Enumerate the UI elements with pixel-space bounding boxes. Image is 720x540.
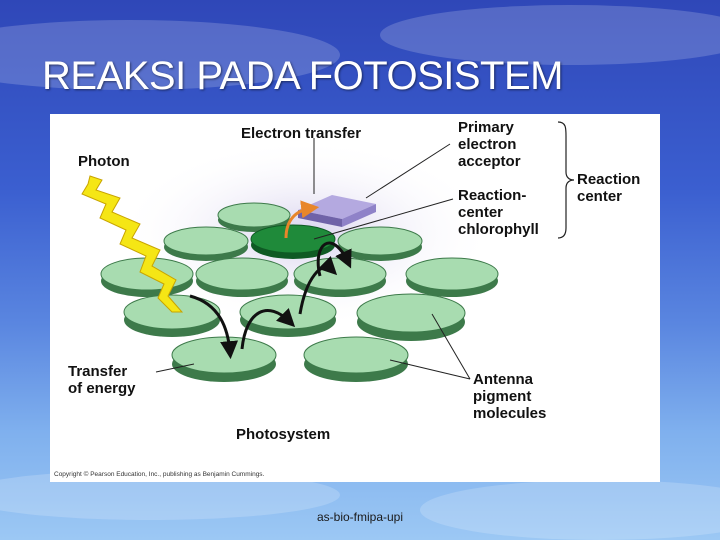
energy-transfer-arrow: [240, 308, 296, 350]
slide-footer: as-bio-fmipa-upi: [316, 510, 404, 524]
label-reaction-center-1: Reaction: [577, 171, 640, 188]
leader-line: [365, 143, 451, 199]
energy-transfer-arrow: [298, 256, 338, 315]
photosystem-figure: Electron transfer Photon Primary electro…: [50, 114, 660, 482]
label-primary-acceptor-3: acceptor: [458, 153, 521, 170]
antenna-disc: [171, 336, 277, 382]
leader-line: [155, 363, 195, 373]
antenna-disc: [195, 257, 289, 297]
reaction-center-bracket: [557, 121, 575, 239]
label-antenna-1: Antenna: [473, 371, 534, 388]
antenna-disc: [217, 202, 291, 232]
label-primary-acceptor-1: Primary: [458, 119, 515, 136]
label-transfer-energy-1: Transfer: [68, 363, 127, 380]
antenna-disc: [163, 226, 249, 261]
label-antenna-2: pigment: [473, 388, 531, 405]
antenna-disc: [356, 293, 466, 341]
label-electron-transfer: Electron transfer: [241, 125, 361, 142]
label-reaction-center-2: center: [577, 188, 622, 205]
antenna-disc: [337, 226, 423, 261]
antenna-disc: [293, 257, 387, 297]
energy-transfer-arrow: [189, 294, 239, 360]
photon-zigzag: [81, 175, 184, 313]
label-rc-chlorophyll-2: center: [458, 204, 503, 221]
antenna-disc: [303, 336, 409, 382]
label-antenna-3: molecules: [473, 405, 546, 422]
background-wave: [380, 5, 720, 65]
background-wave: [420, 480, 720, 540]
label-photosystem: Photosystem: [236, 426, 330, 443]
label-primary-acceptor-2: electron: [458, 136, 516, 153]
label-photon: Photon: [78, 153, 130, 170]
energy-transfer-arrow: [316, 241, 352, 277]
background-wave: [0, 20, 340, 90]
label-rc-chlorophyll-1: Reaction-: [458, 187, 526, 204]
slide-title: REAKSI PADA FOTOSISTEM: [42, 54, 563, 98]
leader-line: [313, 198, 454, 240]
leader-line: [389, 359, 471, 380]
antenna-disc: [405, 257, 499, 297]
reaction-center-chlorophyll-disc: [250, 224, 336, 259]
copyright-notice: Copyright © Pearson Education, Inc., pub…: [54, 470, 265, 478]
leader-line: [431, 313, 471, 380]
electron-transfer-arrow: [284, 200, 320, 239]
label-rc-chlorophyll-3: chlorophyll: [458, 221, 539, 238]
label-transfer-energy-2: of energy: [68, 380, 136, 397]
photosystem-diagram: Electron transfer Photon Primary electro…: [54, 119, 640, 478]
